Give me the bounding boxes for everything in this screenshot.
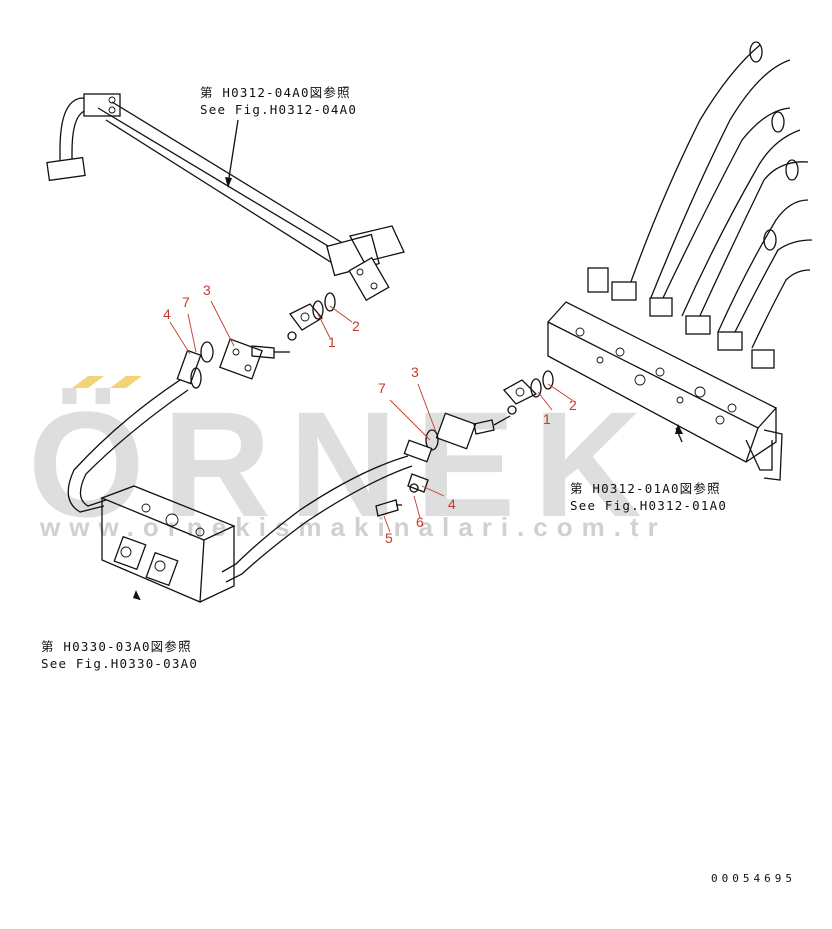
callout-2-left: 2 xyxy=(352,318,360,334)
ref-right-line1: 第 H0312-01A0図参照 xyxy=(570,481,721,496)
ref-top-line1: 第 H0312-04A0図参照 xyxy=(200,85,351,100)
ref-bottom-line2: See Fig.H0330-03A0 xyxy=(41,656,199,671)
callout-leaders xyxy=(169,300,573,533)
callout-7-left: 7 xyxy=(182,294,190,310)
watermark-brand: ÖRNEK xyxy=(28,380,660,548)
hoses xyxy=(67,379,413,583)
callout-7-right: 7 xyxy=(378,380,386,396)
ref-top-line2: See Fig.H0312-04A0 xyxy=(200,102,358,117)
callout-4-left: 4 xyxy=(163,306,171,322)
callout-1-right: 1 xyxy=(543,411,551,427)
callout-5: 5 xyxy=(385,530,393,546)
lower-valve-block xyxy=(100,485,236,603)
right-flange-group xyxy=(375,370,554,517)
ref-bottom-line1: 第 H0330-03A0図参照 xyxy=(41,639,192,654)
callout-1-left: 1 xyxy=(328,334,336,350)
callout-4-right: 4 xyxy=(448,496,456,512)
left-flange-group xyxy=(176,292,336,389)
callout-3-right: 3 xyxy=(411,364,419,380)
callout-2-right: 2 xyxy=(569,397,577,413)
ref-right-line2: See Fig.H0312-01A0 xyxy=(570,498,728,513)
callout-6: 6 xyxy=(416,514,424,530)
control-valve-manifold xyxy=(546,41,813,481)
watermark-url: www.ornekismakinalari.com.tr xyxy=(40,512,667,542)
document-id: 00054695 xyxy=(711,872,796,885)
upper-tube-assembly xyxy=(46,93,405,302)
callout-3-left: 3 xyxy=(203,282,211,298)
